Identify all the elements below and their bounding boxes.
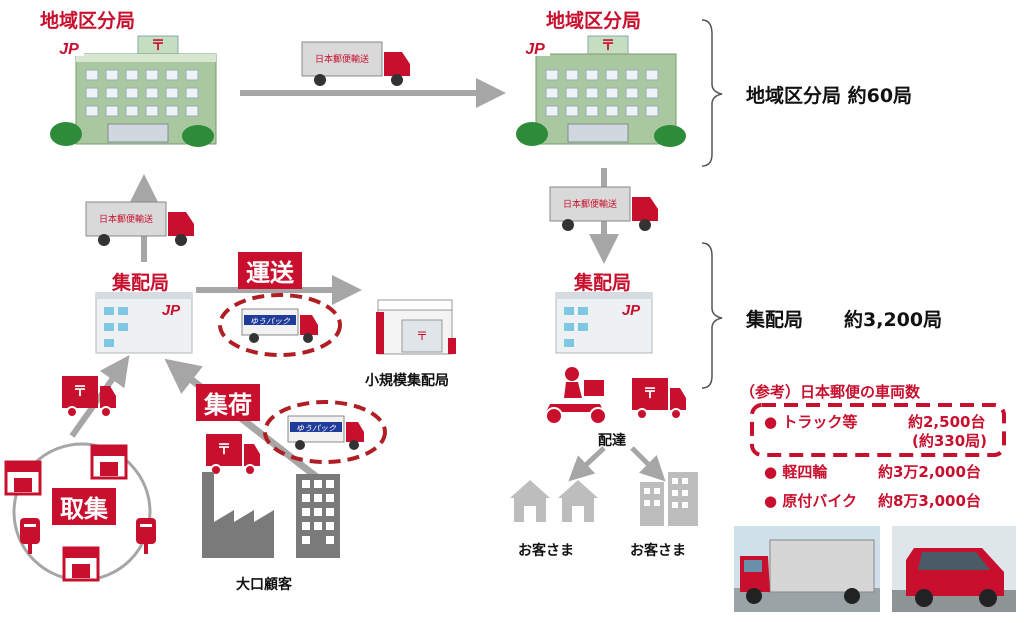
mailbox-icon-1 [20, 518, 40, 554]
large-customer-label: 大口顧客 [236, 577, 292, 593]
factory-icon [202, 472, 274, 558]
svg-text:〒: 〒 [217, 441, 231, 457]
svg-text:JP: JP [59, 41, 79, 58]
svg-text:ゆうパック: ゆうパック [296, 424, 337, 433]
delivery-label: 配達 [598, 433, 626, 449]
mailbox-icon-2 [136, 518, 156, 554]
small-office-label: 小規模集配局 [365, 373, 449, 389]
brace-delivery [701, 242, 723, 389]
svg-text:JP: JP [525, 41, 545, 58]
truck-icon-top: 日本郵便輸送 [301, 41, 410, 86]
mail-truck-icon-1: 〒 [62, 376, 116, 418]
yupack-truck-icon-1: ゆうパック [241, 308, 318, 343]
reference-item-name: 軽四輪 [782, 463, 828, 481]
delivery-office-title-left: 集配局 [112, 272, 170, 294]
office-building-icon [296, 474, 340, 558]
reference-item-count: 約2,500台 [908, 413, 986, 431]
reference-item-sub: (約330局) [912, 432, 988, 450]
bullet-icon: ● [764, 492, 778, 510]
regional-office-title-right: 地域区分局 [546, 10, 642, 32]
yupack-oval-2 [263, 400, 387, 464]
post-box-icon-2 [4, 460, 42, 496]
svg-text:JP: JP [162, 302, 181, 319]
post-box-icon-1 [90, 444, 128, 480]
mail-truck-icon-2: 〒 [206, 434, 260, 476]
van-photo [892, 526, 1016, 612]
regional-count: 地域区分局 約60局 [746, 85, 913, 107]
svg-text:JP: JP [622, 302, 641, 319]
truck-icon-right: 日本郵便輸送 [549, 186, 658, 231]
delivery-office-title-right: 集配局 [574, 272, 632, 294]
bullet-icon: ● [764, 463, 778, 481]
reference-item-count: 約3万2,000台 [878, 463, 981, 481]
delivery-office-left: JP [95, 292, 193, 354]
svg-text:ゆうパック: ゆうパック [250, 317, 291, 326]
delivery-office-right: JP [555, 292, 653, 354]
brace-regional [701, 19, 723, 167]
reference-box [750, 403, 1006, 457]
scooter-icon [545, 367, 607, 425]
svg-text:〒: 〒 [73, 383, 87, 399]
yupack-truck-icon-2: ゆうパック [287, 415, 364, 450]
yupack-oval-1 [218, 293, 342, 357]
truck-icon-left: 日本郵便輸送 [85, 201, 194, 246]
transport-badge: 運送 [238, 252, 302, 289]
pickup-badge: 集荷 [196, 384, 260, 421]
svg-text:〒: 〒 [643, 385, 657, 401]
arrow-collection [69, 355, 130, 438]
svg-text:日本郵便輸送: 日本郵便輸送 [563, 198, 617, 210]
reference-item-name: トラック等 [782, 413, 858, 431]
apartments-icon [640, 472, 698, 526]
bullet-icon: ● [764, 413, 778, 431]
svg-text:〒: 〒 [601, 37, 615, 53]
collection-badge: 取集 [52, 488, 116, 525]
arrow-delivery-left [568, 446, 606, 482]
reference-title: （参考）日本郵便の車両数 [740, 383, 921, 401]
delivery-count-name: 集配局 [746, 309, 804, 331]
post-box-icon-3 [62, 546, 100, 582]
delivery-count-value: 約3,200局 [844, 309, 943, 331]
svg-text:〒: 〒 [416, 329, 428, 343]
regional-office-title-left: 地域区分局 [40, 10, 136, 32]
svg-text:〒: 〒 [151, 37, 165, 53]
reference-item-bike: ● 原付バイク [764, 490, 857, 511]
svg-text:日本郵便輸送: 日本郵便輸送 [315, 53, 369, 65]
arrow-delivery-right [630, 446, 666, 482]
reference-item-name: 原付バイク [782, 492, 858, 510]
truck-photo [734, 526, 880, 612]
reference-item-count: 約8万3,000台 [878, 492, 981, 510]
svg-text:日本郵便輸送: 日本郵便輸送 [99, 213, 153, 225]
houses-icon [510, 480, 598, 522]
customer-label-2: お客さま [630, 543, 686, 559]
reference-item-kei: ● 軽四輪 [764, 461, 827, 482]
regional-building-right: 〒 JP [516, 35, 686, 147]
mail-truck-icon-3: 〒 [632, 378, 686, 420]
small-post-office: 〒 [376, 299, 456, 355]
regional-building-left: 〒 JP [50, 35, 217, 147]
reference-item-truck: ● トラック等 [764, 411, 857, 432]
customer-label-1: お客さま [518, 543, 574, 559]
